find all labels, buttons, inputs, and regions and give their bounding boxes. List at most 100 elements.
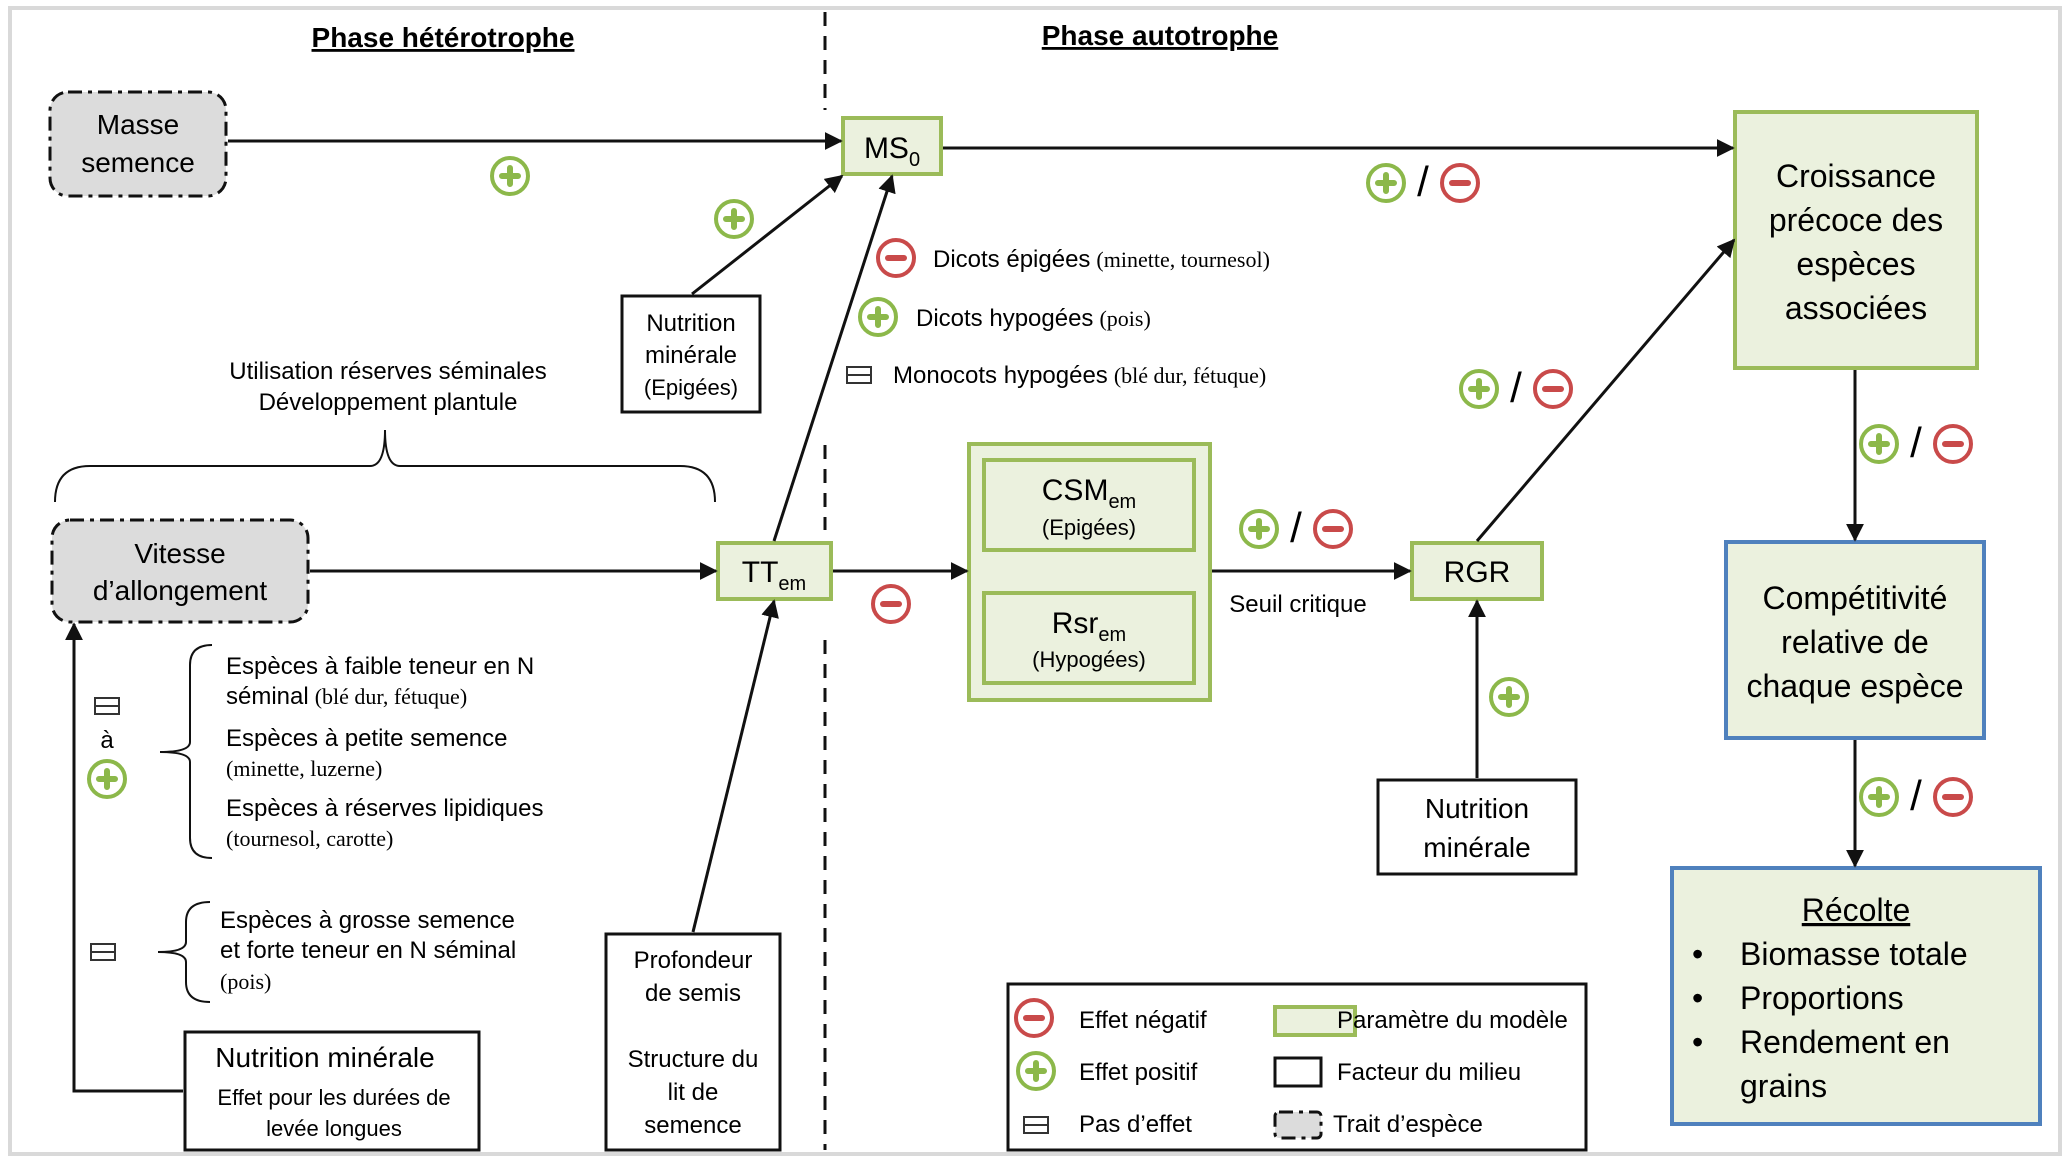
arrow-nutrition-to-elongation [65, 622, 183, 1093]
nutrition-rgr-line2: minérale [1423, 832, 1530, 863]
legend-species-trait: Trait d’espèce [1333, 1111, 1483, 1138]
negative-icon [873, 586, 909, 622]
no-effect-icon [846, 366, 872, 384]
legend-none: Pas d’effet [1079, 1111, 1192, 1138]
nutrition-epigees-line1: Nutrition [646, 310, 735, 337]
no-effect-icon [94, 697, 120, 715]
legend-negative: Effet négatif [1079, 1007, 1207, 1034]
ttem-node: TTem [716, 541, 833, 601]
nutrition-bottom-title: Nutrition minérale [215, 1042, 434, 1073]
positive-icon [1861, 426, 1897, 462]
positive-icon [860, 299, 896, 335]
negative-icon [1935, 426, 1971, 462]
large-seed-line1: Espèces à grosse semence [220, 907, 515, 934]
elongation-node: Vitesse d’allongement [50, 518, 310, 624]
nutrition-rgr-line1: Nutrition [1425, 793, 1529, 824]
sowing-line1: Profondeur [634, 947, 753, 974]
early-growth-line4: associées [1785, 290, 1927, 326]
species-effects-list: Dicots épigées (minette, tournesol) Dico… [846, 240, 1270, 389]
slash-separator: / [1910, 772, 1922, 819]
no-effect-icon [90, 943, 116, 961]
nutrition-epigees-node: Nutrition minérale (Epigées) [620, 294, 762, 414]
header-autotrophic: Phase autotrophe [1042, 20, 1278, 51]
reserves-line1: Utilisation réserves séminales [229, 358, 546, 385]
negative-icon [1016, 1000, 1052, 1036]
positive-icon [1018, 1053, 1054, 1089]
brace-large-seed [157, 901, 211, 1003]
negative-icon [1315, 511, 1351, 547]
sowing-line6: semence [644, 1112, 741, 1139]
positive-icon [1461, 371, 1497, 407]
early-growth-node: Croissance précoce des espèces associées [1733, 110, 1979, 370]
species-group-1-line1: Espèces à faible teneur en N [226, 653, 534, 680]
early-growth-line1: Croissance [1776, 158, 1936, 194]
elongation-line1: Vitesse [134, 538, 225, 569]
positive-icon [716, 201, 752, 237]
competitiveness-line2: relative de [1781, 624, 1929, 660]
brace-reserves [54, 429, 716, 503]
arrow-nutrition-to-ms0 [691, 174, 844, 296]
sowing-line5: lit de [668, 1079, 719, 1106]
sowing-node: Profondeur de semis Structure du lit de … [604, 932, 782, 1152]
positive-icon [89, 761, 125, 797]
legend-env-factor: Facteur du milieu [1337, 1059, 1521, 1086]
nutrition-rgr-node: Nutrition minérale [1376, 778, 1578, 876]
positive-icon [492, 158, 528, 194]
species-groups: à Espèces à faible teneur en N séminal (… [89, 644, 544, 1003]
large-seed-examples: (pois) [220, 969, 271, 994]
arrow-rgr-to-growth [1475, 238, 1736, 542]
sowing-line4: Structure du [628, 1046, 759, 1073]
harvest-item-1: Biomasse totale [1740, 936, 1968, 972]
rgr-label: RGR [1444, 556, 1511, 589]
arrow-ttem-to-ms0 [772, 174, 896, 542]
nutrition-bottom-note2: levée longues [266, 1116, 402, 1141]
legend-positive: Effet positif [1079, 1059, 1198, 1086]
rsr-note: (Hypogées) [1032, 647, 1146, 672]
nutrition-epigees-line2: minérale [645, 342, 737, 369]
species-group-3-examples: (tournesol, carotte) [226, 826, 393, 851]
negative-icon [1535, 371, 1571, 407]
critical-threshold-label: Seuil critique [1229, 591, 1366, 618]
slash-separator: / [1417, 158, 1429, 205]
csm-note: (Epigées) [1042, 515, 1136, 540]
competitiveness-node: Compétitivité relative de chaque espèce [1724, 540, 1986, 740]
harvest-item-3: Rendement en [1740, 1024, 1950, 1060]
seed-mass-node: Masse semence [48, 90, 228, 198]
seed-mass-line2: semence [81, 147, 195, 178]
nutrition-bottom-note1: Effet pour les durées de [217, 1085, 450, 1110]
csm-label: CSMem [1042, 474, 1136, 513]
arrows [65, 132, 1864, 1093]
harvest-bullet-1: • [1692, 936, 1703, 972]
competitiveness-line3: chaque espèce [1746, 668, 1963, 704]
slash-separator: / [1290, 504, 1302, 551]
positive-icon [1241, 511, 1277, 547]
range-label: à [100, 727, 114, 754]
elongation-line2: d’allongement [93, 575, 268, 606]
slash-separator: / [1510, 364, 1522, 411]
legend: Effet négatif Effet positif Pas d’effet … [1006, 982, 1588, 1152]
early-growth-line3: espèces [1796, 246, 1915, 282]
species-effect-2: Dicots hypogées (pois) [916, 305, 1151, 332]
emergence-params-node: CSMem (Epigées) Rsrem (Hypogées) [967, 442, 1212, 702]
harvest-node: Récolte • Biomasse totale • Proportions … [1670, 866, 2042, 1126]
positive-icon [1861, 779, 1897, 815]
species-group-2-label: Espèces à petite semence [226, 725, 508, 752]
harvest-bullet-3: • [1692, 1024, 1703, 1060]
brace-species-groups [159, 644, 213, 859]
species-group-2-examples: (minette, luzerne) [226, 756, 382, 781]
harvest-title: Récolte [1802, 892, 1911, 928]
harvest-item-4: grains [1740, 1068, 1827, 1104]
legend-env-factor-swatch [1273, 1056, 1323, 1088]
outer-frame [8, 6, 2062, 1156]
sowing-line2: de semis [645, 980, 741, 1007]
ms0-node: MS0 [841, 116, 943, 176]
legend-model-param-swatch [1273, 1005, 1357, 1037]
rsr-label: Rsrem [1052, 607, 1126, 646]
positive-icon [1368, 165, 1404, 201]
reserves-line2: Développement plantule [259, 389, 518, 416]
competitiveness-line1: Compétitivité [1763, 580, 1948, 616]
legend-model-param: Paramètre du modèle [1337, 1007, 1568, 1034]
early-growth-line2: précoce des [1769, 202, 1943, 238]
no-effect-icon [1023, 1116, 1049, 1134]
